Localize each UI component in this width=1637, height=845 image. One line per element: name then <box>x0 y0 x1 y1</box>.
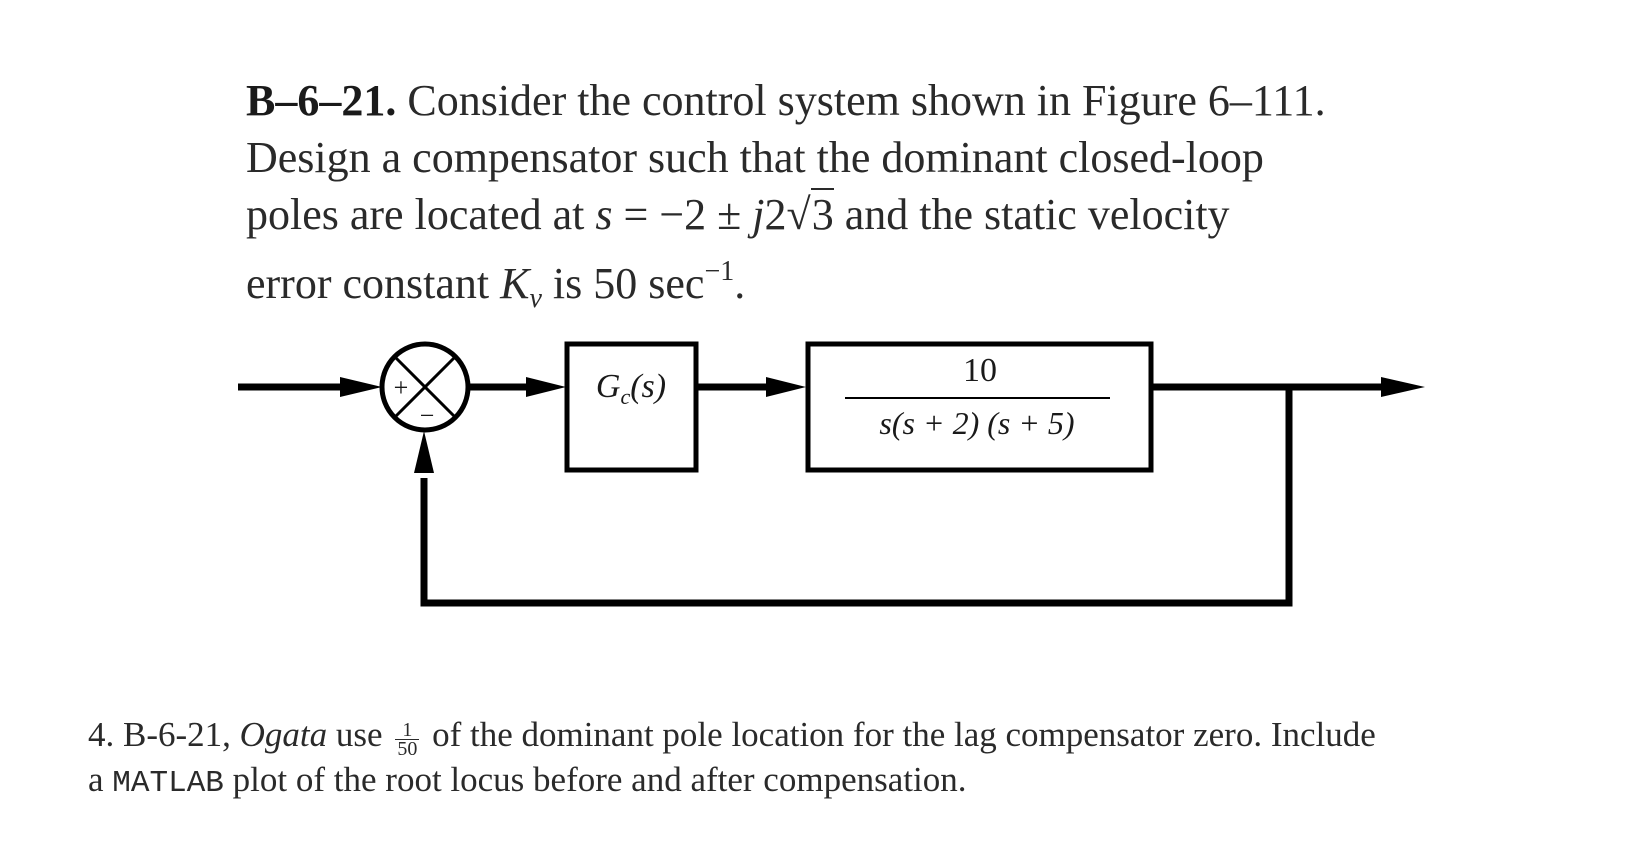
problem-number: B–6–21. <box>246 76 397 125</box>
line3-text-b: and the static velocity <box>833 190 1230 239</box>
note-line2-a: a <box>88 760 113 799</box>
fraction-numerator: 1 <box>395 720 420 740</box>
line3-coefficient: 2 <box>764 190 787 239</box>
problem-line-3: poles are located at s = −2 ± j2√3 and t… <box>246 186 1446 243</box>
note-line-2: a MATLAB plot of the root locus before a… <box>88 758 1608 806</box>
plant-numerator: 10 <box>963 352 997 389</box>
line4-text-b: is 50 sec <box>541 259 705 308</box>
variable-s: s <box>595 190 613 239</box>
fraction-denominator: 50 <box>397 738 418 760</box>
line4-period: . <box>734 259 746 308</box>
controller-G: G <box>596 368 621 405</box>
problem-text-1: Consider the control system shown in Fig… <box>407 76 1326 125</box>
summing-plus-sign: + <box>394 373 409 402</box>
controller-subscript: c <box>620 384 630 409</box>
output-arrowhead <box>1381 377 1425 397</box>
sqrt-symbol: √ <box>786 190 811 239</box>
block-diagram: + − Gc(s) 10 s(s + 2) (s + 5) <box>238 341 1425 607</box>
author-name: Ogata <box>239 715 328 754</box>
controller-argument: (s) <box>630 368 666 405</box>
imaginary-j: j <box>752 190 765 239</box>
input-arrowhead <box>340 377 382 397</box>
note-rest-1: of the dominant pole location for the la… <box>423 715 1376 754</box>
problem-line-2: Design a compensator such that the domin… <box>246 133 1264 182</box>
line4-text-a: error constant <box>246 259 501 308</box>
subscript-v: v <box>529 283 542 314</box>
line3-text-a: poles are located at <box>246 190 596 239</box>
problem-line-1: B–6–21. Consider the control system show… <box>246 72 1446 129</box>
radicand: 3 <box>810 188 834 239</box>
note-line2-b: plot of the root locus before and after … <box>223 760 967 799</box>
summing-junction: + − <box>379 341 471 433</box>
summing-minus-sign: − <box>420 401 435 430</box>
control-arrowhead <box>766 377 806 397</box>
error-arrowhead <box>526 377 566 397</box>
controller-block <box>564 341 699 473</box>
plant-denominator: s(s + 2) (s + 5) <box>879 405 1074 441</box>
matlab-keyword: MATLAB <box>112 766 224 801</box>
feedback-arrowhead <box>414 431 434 473</box>
exponent: −1 <box>704 256 735 287</box>
note-use: use <box>327 715 392 754</box>
line3-equals: = −2 ± <box>612 190 753 239</box>
variable-K: K <box>500 259 530 308</box>
plant-block <box>805 341 1154 473</box>
problem-line-4: error constant Kv is 50 sec−1. <box>246 243 1446 327</box>
note-prefix: 4. B-6-21, <box>88 715 240 754</box>
problem-statement: B–6–21. Consider the control system show… <box>246 72 1446 327</box>
controller-label: Gc(s) <box>596 368 666 409</box>
feedback-path <box>420 387 1293 607</box>
